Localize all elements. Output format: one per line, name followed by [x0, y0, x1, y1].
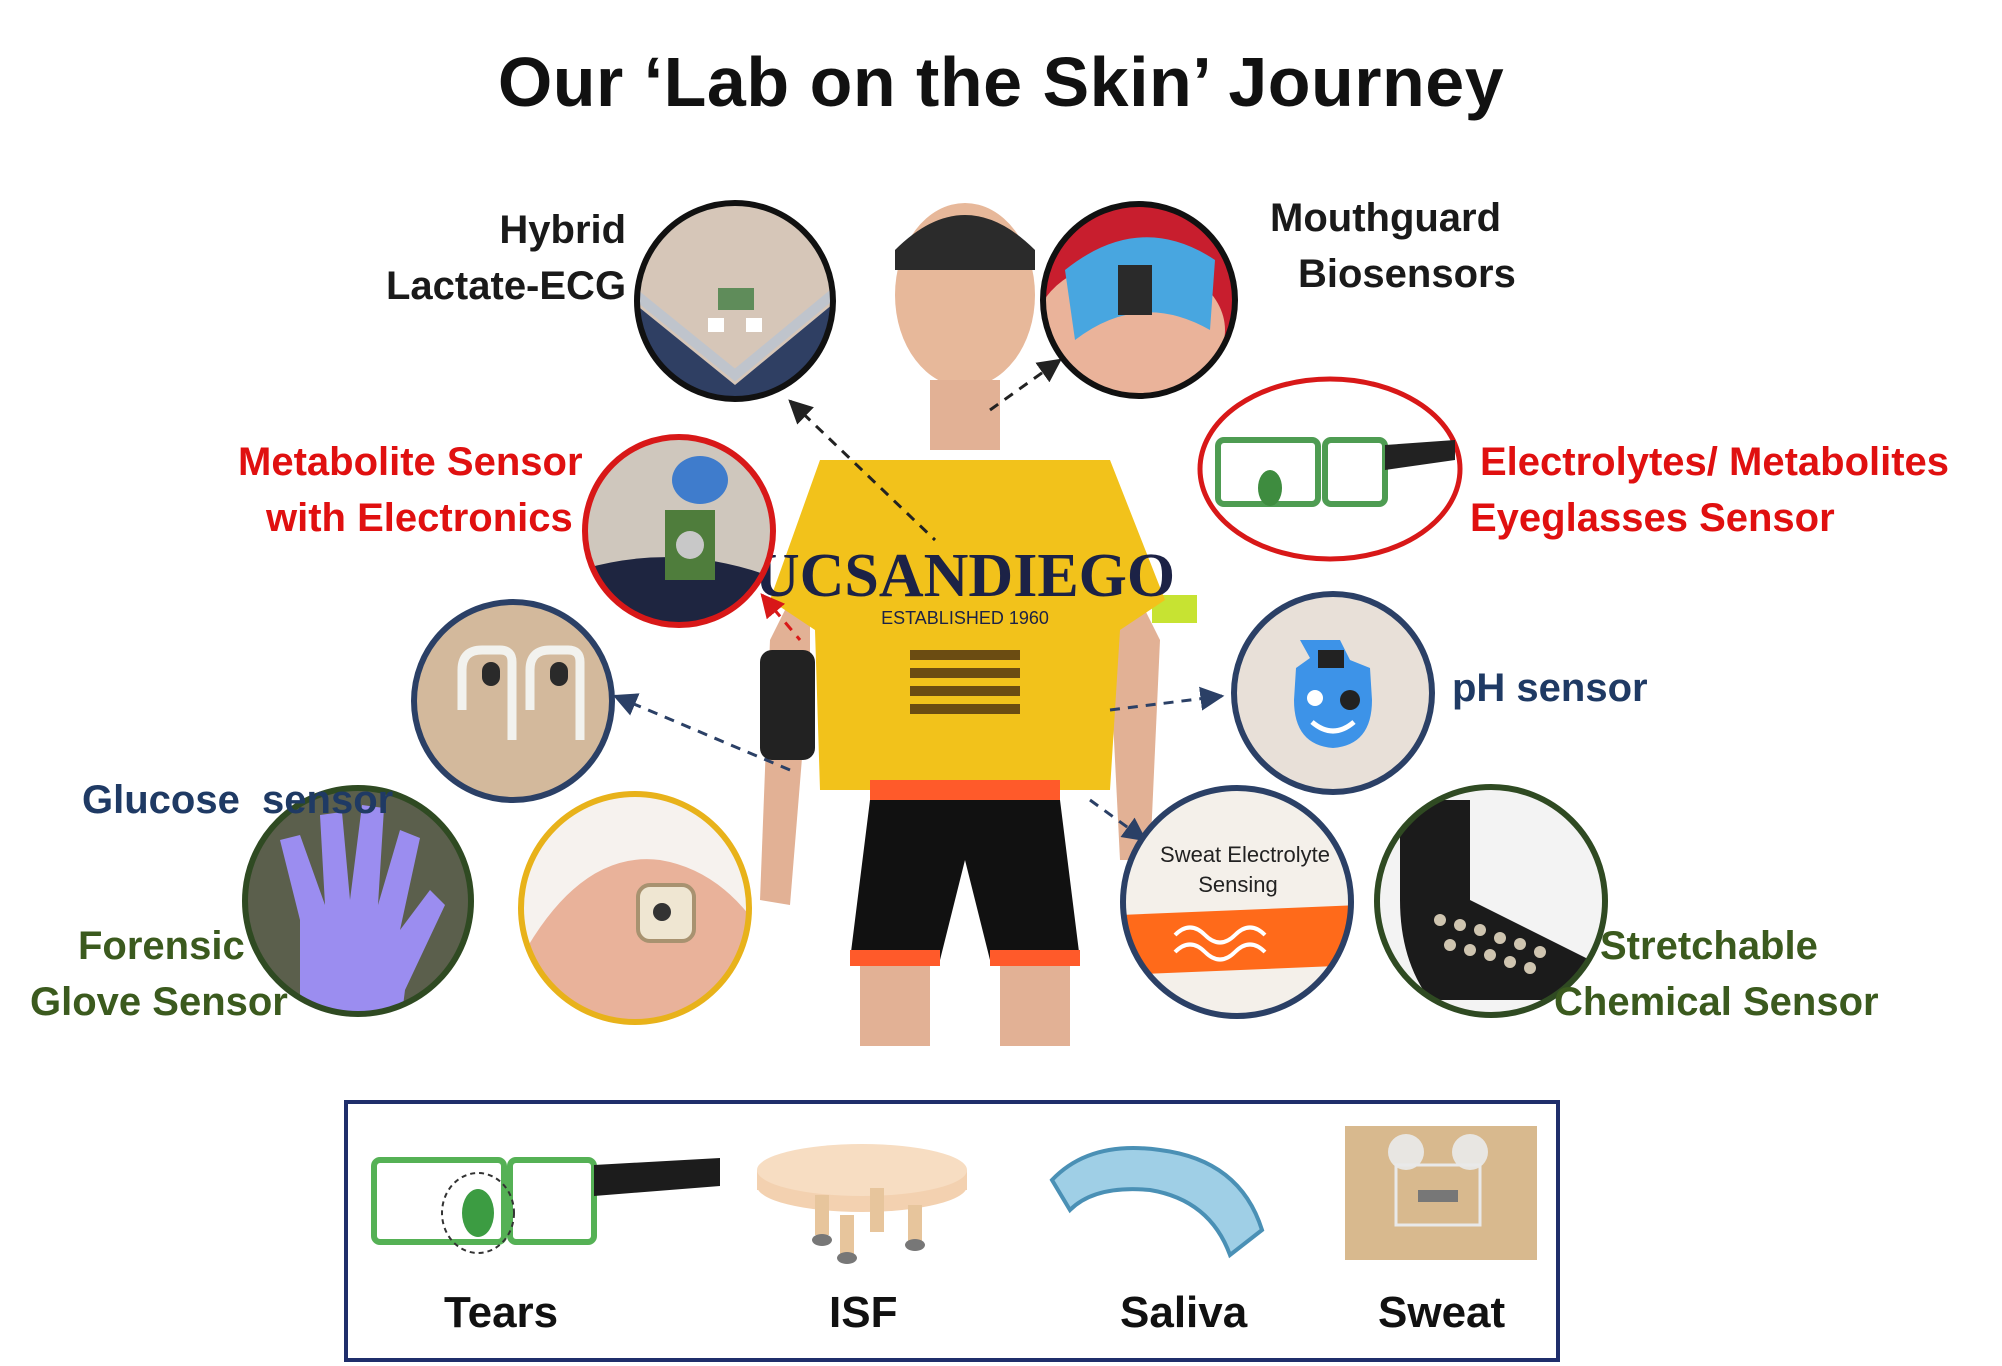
ph-label: pH sensor: [1452, 660, 1648, 716]
hybrid-label-line1: Hybrid: [499, 208, 627, 252]
arrow-hybrid: [788, 399, 937, 542]
eyeglasses-label-line1: Electrolytes/ Metabolites: [1480, 440, 1950, 484]
arrow-sweat: [1089, 798, 1147, 842]
mouthguard-label-line1: Mouthguard: [1270, 196, 1502, 240]
shirt-subtext: ESTABLISHED 1960: [881, 608, 1049, 628]
sweat-image: [1345, 1126, 1537, 1260]
forensic-label: Forensic Glove Sensor: [30, 918, 288, 1030]
biofluid-legend: [344, 1100, 1560, 1362]
eyeglasses-label: Electrolytes/ Metabolites Eyeglasses Sen…: [1470, 434, 1949, 546]
metabolite-sensor-image: [582, 434, 776, 628]
mouthguard-label-line2: Biosensors: [1298, 252, 1516, 296]
isf-image: [757, 1144, 967, 1264]
mannequin: UCSANDIEGO ESTABLISHED 1960: [755, 203, 1197, 1046]
sweat-band-text-2: Sensing: [1198, 872, 1278, 897]
ring-sensor-image: [518, 791, 752, 1025]
metabolite-label-line1: Metabolite Sensor: [238, 440, 583, 484]
legend-saliva: Saliva: [1120, 1288, 1248, 1337]
stretchable-label-line1: Stretchable: [1600, 924, 1818, 968]
forensic-label-line1: Forensic: [78, 924, 245, 968]
arrow-metabolite: [760, 593, 802, 641]
hybrid-label: Hybrid Lactate-ECG: [386, 202, 626, 314]
mouthguard-label: Mouthguard Biosensors: [1270, 190, 1516, 302]
arrow-glucose: [612, 693, 791, 772]
mouthguard-sensor-image: [1040, 201, 1238, 399]
forensic-label-line2: Glove Sensor: [30, 980, 288, 1024]
glove-sensor-image: [242, 785, 474, 1017]
shirt-text: UCSANDIEGO: [755, 542, 1175, 610]
metabolite-label-line2: with Electronics: [266, 496, 573, 540]
stretchable-label: Stretchable Chemical Sensor: [1554, 918, 1879, 1030]
stretchable-label-line2: Chemical Sensor: [1554, 980, 1879, 1024]
arrow-mouthguard: [989, 358, 1062, 412]
glucose-sensor-image: [411, 599, 615, 803]
sweat-band-text-1: Sweat Electrolyte: [1160, 842, 1330, 867]
ph-label-text: pH sensor: [1452, 666, 1648, 710]
stretchable-sensor-image: [1374, 784, 1608, 1018]
metabolite-label: Metabolite Sensor with Electronics: [238, 434, 583, 546]
arrow-ph: [1109, 686, 1225, 712]
eyeglasses-sensor-image: [1197, 376, 1463, 562]
ph-sensor-image: [1231, 591, 1435, 795]
legend-sweat: Sweat: [1378, 1288, 1506, 1337]
glucose-label-text: Glucose sensor: [82, 778, 394, 822]
legend-tears: Tears: [444, 1288, 559, 1337]
eyeglasses-label-line2: Eyeglasses Sensor: [1470, 496, 1835, 540]
tears-image: [371, 1157, 720, 1254]
hybrid-sensor-image: [634, 200, 836, 402]
legend-isf: ISF: [829, 1288, 898, 1337]
page-title: Our ‘Lab on the Skin’ Journey: [497, 43, 1505, 121]
sweat-sensor-image: Sweat Electrolyte Sensing: [1120, 785, 1354, 1019]
connector-arrows: [612, 358, 1225, 842]
hybrid-label-line2: Lactate-ECG: [386, 264, 627, 308]
glucose-label: Glucose sensor: [82, 660, 393, 884]
saliva-image: [1049, 1146, 1265, 1259]
